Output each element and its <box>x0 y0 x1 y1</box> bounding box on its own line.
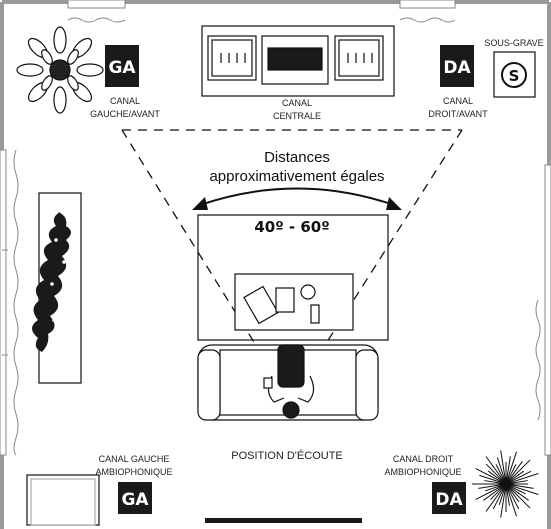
spiky-plant-leaf <box>505 483 534 489</box>
bench <box>26 474 100 526</box>
front-left-badge: GA <box>108 58 136 78</box>
spiky-plant-leaf <box>484 480 507 485</box>
center-speaker <box>267 47 323 71</box>
surround-right-speaker: DA <box>432 482 466 514</box>
rug <box>197 214 389 341</box>
spiky-plant-leaf <box>500 483 507 518</box>
spiky-plant-leaf <box>498 483 507 506</box>
tv-console <box>201 25 395 97</box>
surround-right-badge: DA <box>435 490 463 510</box>
arrow-left-icon <box>192 197 208 210</box>
spiky-plant-leaf <box>492 483 507 510</box>
window-top-left <box>67 0 126 23</box>
spiky-plant-leaf <box>505 459 531 485</box>
spiky-plant-leaf <box>475 483 507 500</box>
spiky-plant-leaf <box>505 451 517 485</box>
front-right-label-1: CANAL <box>443 96 473 106</box>
person-icon <box>263 344 315 419</box>
plant-icon <box>16 26 104 114</box>
doorway <box>205 518 362 523</box>
subwoofer-label: SOUS-GRAVE <box>484 38 543 48</box>
spiky-plant-leaf <box>505 456 511 485</box>
surround-left-label-2: AMBIOPHONIQUE <box>95 467 172 477</box>
spiky-plant-leaf <box>478 483 507 489</box>
sofa <box>197 344 379 421</box>
surround-right-label-1: CANAL DROIT <box>393 454 454 464</box>
spiky-plant-leaf <box>505 483 531 509</box>
spiky-plant-leaf <box>505 483 520 503</box>
front-left-label-2: GAUCHE/AVANT <box>90 109 160 119</box>
surround-left-badge: GA <box>121 490 149 510</box>
spiky-plant-leaf <box>505 461 523 485</box>
front-right-badge: DA <box>443 58 471 78</box>
arrow-right-icon <box>386 197 402 210</box>
angle-arc <box>192 187 402 210</box>
spiky-plant-leaf <box>505 473 539 485</box>
coffee-table <box>234 273 354 331</box>
center-label-2: CENTRALE <box>273 111 321 121</box>
spiky-plant-leaf <box>505 483 539 495</box>
center-label-1: CANAL <box>282 98 312 108</box>
front-left-speaker: GA <box>105 45 139 87</box>
front-right-label-2: DROIT/AVANT <box>428 109 488 119</box>
spiky-plant-leaf <box>505 470 525 485</box>
spiky-plant-leaf <box>496 457 507 485</box>
window-right <box>535 164 551 456</box>
angle-label: 40º - 60º <box>254 218 329 236</box>
listening-position-label: POSITION D'ÉCOUTE <box>231 449 343 462</box>
spiky-plant-leaf <box>483 483 507 501</box>
surround-left-label-1: CANAL GAUCHE <box>99 454 170 464</box>
distances-text-1: Distances <box>264 149 330 166</box>
front-left-label-1: CANAL <box>110 96 140 106</box>
spiky-plant-leaf <box>487 470 507 485</box>
spiky-plant-leaf <box>505 480 528 485</box>
spiky-plant-leaf <box>505 483 526 495</box>
distances-text-2: approximativement égales <box>209 168 384 185</box>
spiky-plant-leaf <box>505 464 517 485</box>
spiky-plant-leaf <box>479 474 507 485</box>
spiky-plant-leaf <box>505 483 510 506</box>
spiky-plant-leaf <box>505 483 517 517</box>
window-top-right <box>399 0 456 23</box>
spiky-plant-leaf <box>485 483 507 512</box>
spiky-plant-leaf <box>485 456 507 485</box>
subwoofer-symbol: S <box>509 67 520 85</box>
side-planter <box>32 192 82 384</box>
subwoofer-icon <box>493 51 536 98</box>
spiky-plant-leaf <box>505 483 529 501</box>
surround-left-speaker: GA <box>118 482 152 514</box>
spiky-plant-leaf <box>485 463 507 485</box>
spiky-plant-leaf <box>505 483 520 510</box>
spiky-plant-leaf <box>505 470 532 485</box>
spiky-plant-leaf <box>495 464 507 485</box>
front-right-speaker: DA <box>440 45 474 87</box>
window-left <box>0 149 19 456</box>
spiky-plant-leaf <box>475 468 507 485</box>
spiky-plant-leaf <box>484 483 507 492</box>
spiky-plant-icon <box>472 450 539 518</box>
spiky-plant-leaf <box>500 450 507 485</box>
spiky-plant-leaf <box>490 483 507 500</box>
surround-right-label-2: AMBIOPHONIQUE <box>384 467 461 477</box>
